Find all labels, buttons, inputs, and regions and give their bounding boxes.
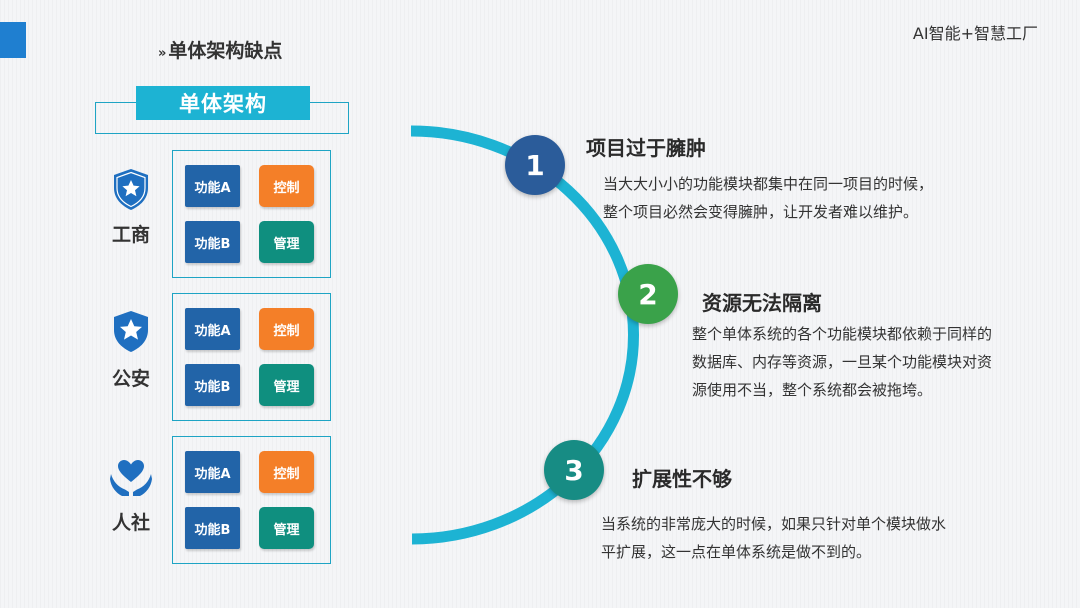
point-line: 源使用不当，整个系统都会被拖垮。	[692, 381, 933, 399]
point-body-3: 当系统的非常庞大的时候，如果只针对单个模块做水 平扩展，这一点在单体系统是做不到…	[601, 510, 946, 566]
heart-hands-icon	[110, 460, 152, 496]
brand-label: AI智能+智慧工厂	[912, 24, 1038, 43]
police-shield-icon	[114, 169, 148, 210]
point-body-1: 当大大小小的功能模块都集中在同一项目的时候， 整个项目必然会变得臃肿，让开发者难…	[603, 170, 933, 226]
tile-management: 管理	[259, 507, 314, 549]
point-title-3: 扩展性不够	[632, 467, 732, 491]
group-label-gongan: 公安	[111, 368, 150, 390]
module-group-gongshang: 功能A 控制 功能B 管理	[172, 150, 331, 278]
point-line: 当系统的非常庞大的时候，如果只针对单个模块做水	[601, 515, 947, 533]
tile-function-b: 功能B	[185, 507, 240, 549]
tile-control: 控制	[259, 451, 314, 493]
corner-accent-bar	[0, 22, 26, 58]
step-badge-2: 2	[618, 264, 678, 324]
tile-function-a: 功能A	[185, 308, 240, 350]
tile-management: 管理	[259, 221, 314, 263]
point-title-2: 资源无法隔离	[702, 291, 822, 315]
architecture-header: 单体架构	[136, 86, 310, 120]
tile-management: 管理	[259, 364, 314, 406]
module-group-gongan: 功能A 控制 功能B 管理	[172, 293, 331, 421]
point-line: 数据库、内存等资源，一旦某个功能模块对资	[692, 353, 993, 371]
slide-title: »单体架构缺点	[158, 36, 282, 63]
tile-function-b: 功能B	[185, 221, 240, 263]
star-shield-icon	[114, 311, 148, 352]
tile-function-a: 功能A	[185, 165, 240, 207]
step-badge-3: 3	[544, 440, 604, 500]
point-line: 整个单体系统的各个功能模块都依赖于同样的	[692, 325, 993, 343]
group-label-gongshang: 工商	[111, 224, 150, 246]
tile-control: 控制	[259, 308, 314, 350]
module-group-renshe: 功能A 控制 功能B 管理	[172, 436, 331, 564]
slide-title-text: 单体架构缺点	[168, 40, 283, 62]
point-line: 平扩展，这一点在单体系统是做不到的。	[601, 543, 872, 561]
point-line: 整个项目必然会变得臃肿，让开发者难以维护。	[603, 203, 919, 221]
tile-control: 控制	[259, 165, 314, 207]
title-bullet: »	[158, 46, 167, 61]
point-line: 当大大小小的功能模块都集中在同一项目的时候，	[603, 175, 934, 193]
group-label-renshe: 人社	[111, 512, 150, 534]
point-body-2: 整个单体系统的各个功能模块都依赖于同样的 数据库、内存等资源，一旦某个功能模块对…	[692, 320, 992, 404]
tile-function-a: 功能A	[185, 451, 240, 493]
point-title-1: 项目过于臃肿	[586, 136, 706, 160]
step-badge-1: 1	[505, 135, 565, 195]
tile-function-b: 功能B	[185, 364, 240, 406]
